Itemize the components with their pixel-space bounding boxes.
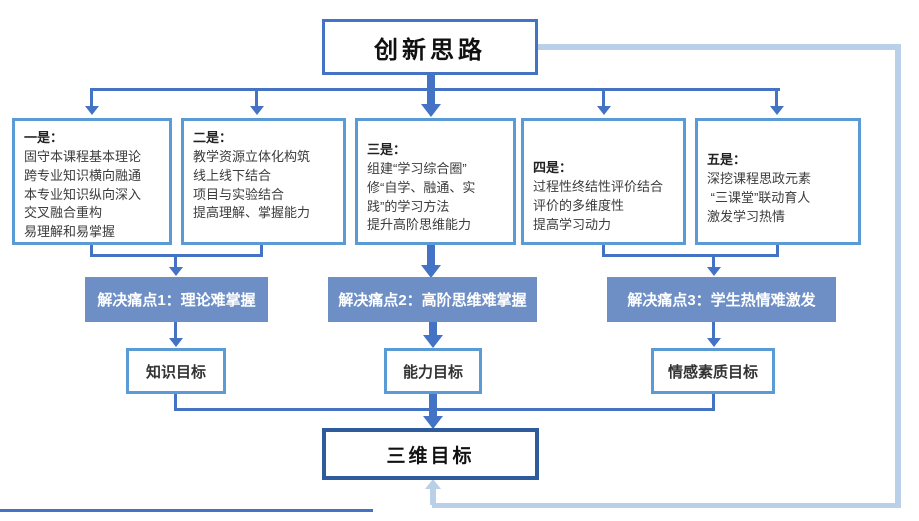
pain-point-bar-1: 解决痛点1：理论难掌握 [85,277,268,322]
strategy-1-heading: 一是： [24,130,64,145]
title-label: 创新思路 [374,36,486,64]
arrow-bar2-goal2-stem [429,322,437,337]
goal-ability-label: 能力目标 [402,363,463,381]
strategy-5-heading: 五是： [707,152,747,167]
final-goal-box: 三维目标 [322,428,539,480]
arrow-bar1-goal1-stem [174,322,177,339]
merge1-arrow-icon [169,267,183,276]
feedback-arrow-up-icon [425,479,441,489]
goal-box-ability: 能力目标 [384,348,482,394]
strategy-box-4: 四是： 过程性终结性评价结合评价的多维度性提高学习动力 [521,118,686,245]
strategy-box-2: 二是： 教学资源立体化构筑线上线下结合项目与实验结合提高理解、掌握能力 [181,118,346,245]
branch-arrow-3-stem [427,75,435,106]
feedback-stub-up [430,489,436,505]
merge2-arrow-stem [712,254,715,269]
strategy-1-lines: 固守本课程基本理论跨专业知识横向融通本专业知识纵向深入交叉融合重构易理解和易掌握 [24,148,142,240]
merge1-stub-right [260,245,263,257]
final-goal-label: 三维目标 [386,445,475,467]
branch-arrow-5-icon [770,106,784,115]
merge3-stub-left [174,394,177,411]
branch-arrow-1-icon [85,106,99,115]
arrow-box3-bar2-icon [421,265,441,278]
merge2-arrow-icon [707,267,721,276]
strategy-box-3: 三是： 组建“学习综合圈”修“自学、融通、实践”的学习方法提升高阶思维能力 [355,118,516,245]
branch-arrow-2-icon [250,106,264,115]
branch-line-horizontal [91,88,780,91]
goal-knowledge-label: 知识目标 [145,363,206,381]
branch-arrow-5-stem [775,88,778,108]
strategy-3-lines: 组建“学习综合圈”修“自学、融通、实践”的学习方法提升高阶思维能力 [367,160,476,233]
strategy-4-lines: 过程性终结性评价结合评价的多维度性提高学习动力 [533,178,664,232]
partial-connector-line [0,509,373,512]
merge3-stub-right [712,394,715,411]
goal-box-knowledge: 知识目标 [126,348,226,394]
strategy-5-lines: 深挖课程思政元素 “三课堂”联动育人激发学习热情 [707,170,812,224]
pain-point-bar-2: 解决痛点2：高阶思维难掌握 [328,277,537,322]
merge1-arrow-stem [174,254,177,269]
goal-box-emotion: 情感素质目标 [651,348,775,394]
strategy-3-heading: 三是： [367,142,407,157]
strategy-4-heading: 四是： [533,160,573,175]
pain-point-1-label: 解决痛点1：理论难掌握 [97,292,256,309]
feedback-line-bottom [432,503,901,508]
merge2-stub-left [602,245,605,257]
goal-emotion-label: 情感素质目标 [667,363,758,381]
title-box: 创新思路 [322,19,538,75]
branch-arrow-2-stem [255,88,258,108]
branch-arrow-4-icon [597,106,611,115]
pain-point-bar-3: 解决痛点3：学生热情难激发 [607,277,836,322]
merge3-arrow-icon [423,416,443,429]
arrow-bar2-goal2-icon [423,335,443,348]
merge2-stub-right [776,245,779,257]
strategy-box-5: 五是： 深挖课程思政元素 “三课堂”联动育人激发学习热情 [695,118,861,245]
feedback-line-top [538,44,901,50]
arrow-box3-bar2-stem [427,245,435,267]
arrow-bar3-goal3-icon [707,338,721,347]
pain-point-2-label: 解决痛点2：高阶思维难掌握 [338,292,527,309]
strategy-2-heading: 二是： [193,130,233,145]
feedback-line-right [895,44,901,503]
branch-arrow-4-stem [602,88,605,108]
merge1-stub-left [90,245,93,257]
branch-arrow-3-icon [421,104,441,117]
merge2-line [602,254,779,257]
merge3-arrow-stem [429,394,437,418]
arrow-bar3-goal3-stem [712,322,715,339]
arrow-bar1-goal1-icon [169,338,183,347]
strategy-2-lines: 教学资源立体化构筑线上线下结合项目与实验结合提高理解、掌握能力 [193,148,311,221]
merge3-line [174,408,715,411]
branch-arrow-1-stem [90,88,93,108]
pain-point-3-label: 解决痛点3：学生热情难激发 [627,292,816,309]
strategy-box-1: 一是： 固守本课程基本理论跨专业知识横向融通本专业知识纵向深入交叉融合重构易理解… [12,118,172,245]
